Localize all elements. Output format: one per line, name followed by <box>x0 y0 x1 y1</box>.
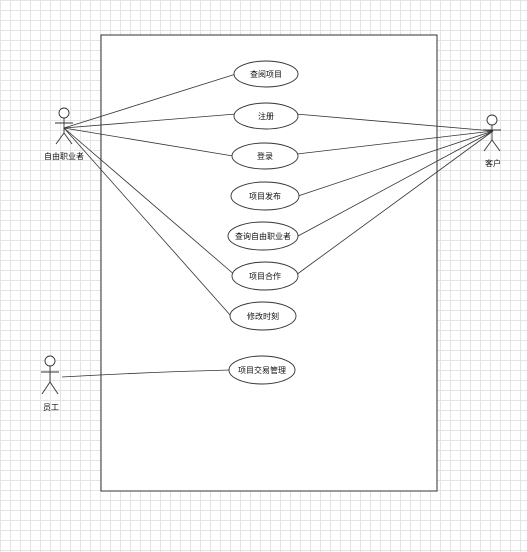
assoc-employee-transaction <box>61 369 231 378</box>
use-case-label: 项目合作 <box>249 271 281 281</box>
use-case-query-project[interactable]: 查阅项目 <box>233 60 299 88</box>
use-case-login[interactable]: 登录 <box>231 142 299 170</box>
use-case-label: 项目发布 <box>249 191 281 201</box>
assoc-client-login <box>296 130 494 155</box>
actor-freelancer[interactable]: 自由职业者 <box>44 107 84 161</box>
assoc-client-cooperation <box>295 130 494 276</box>
actor-head-icon <box>58 107 70 119</box>
assoc-freelancer-modify-time <box>63 127 232 317</box>
actor-label: 员工 <box>43 403 59 412</box>
use-case-register[interactable]: 注册 <box>233 102 299 130</box>
assoc-client-register <box>295 113 494 132</box>
assoc-freelancer-login <box>63 127 234 157</box>
client-associations <box>295 113 494 276</box>
actor-head-icon <box>486 114 498 126</box>
assoc-freelancer-register <box>63 113 237 129</box>
freelancer-associations <box>63 73 237 317</box>
use-case-project-cooperation[interactable]: 项目合作 <box>231 261 299 291</box>
use-case-label: 查询自由职业者 <box>235 231 291 241</box>
assoc-freelancer-query-project <box>63 73 237 129</box>
actor-head-icon <box>44 355 56 367</box>
use-case-modify-time[interactable]: 修改时刻 <box>229 301 297 331</box>
actor-employee[interactable]: 员工 <box>41 355 59 412</box>
actor-label: 自由职业者 <box>44 151 84 161</box>
actor-label: 客户 <box>485 158 501 168</box>
use-case-label: 登录 <box>257 151 273 161</box>
use-case-label: 修改时刻 <box>247 311 279 321</box>
assoc-client-publish <box>297 130 494 197</box>
actor-client[interactable]: 客户 <box>483 114 501 168</box>
use-case-label: 注册 <box>258 111 274 121</box>
use-case-publish-project[interactable]: 项目发布 <box>230 181 300 211</box>
use-case-label: 查阅项目 <box>250 69 282 79</box>
use-case-transaction-management[interactable]: 项目交易管理 <box>228 355 296 385</box>
use-case-label: 项目交易管理 <box>238 365 286 375</box>
assoc-freelancer-cooperation <box>63 127 237 277</box>
use-case-query-freelancer[interactable]: 查询自由职业者 <box>227 221 299 251</box>
assoc-client-query-freelancer <box>297 130 494 237</box>
